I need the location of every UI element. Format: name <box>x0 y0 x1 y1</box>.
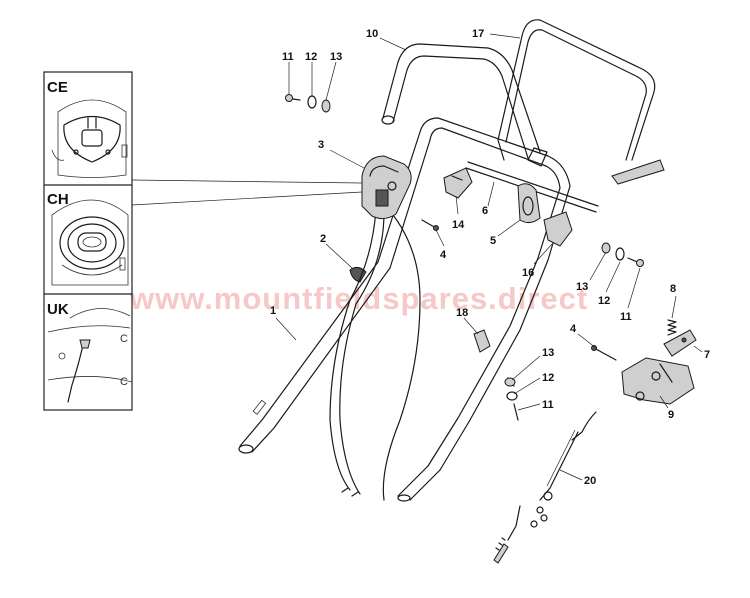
fixing-set-right <box>601 242 644 267</box>
part-17-bail-bar <box>497 19 665 185</box>
part-4-screw-lower <box>591 345 617 361</box>
part-20-control-cable <box>493 411 597 564</box>
callout-8: 8 <box>670 283 676 295</box>
callout-4-upper: 4 <box>440 249 447 261</box>
callout-14: 14 <box>452 219 465 231</box>
part-14-bracket <box>443 167 473 199</box>
callout-10: 10 <box>366 28 378 40</box>
callout-3: 3 <box>318 139 324 151</box>
callout-4-lower: 4 <box>570 323 577 335</box>
callout-numbers: 11 12 13 10 17 3 2 1 14 6 5 4 16 18 13 1… <box>270 28 710 487</box>
inset-frame <box>43 71 133 411</box>
cable <box>329 199 421 501</box>
ch-plug-socket <box>51 199 129 286</box>
callout-18: 18 <box>456 307 468 319</box>
callout-11-top: 11 <box>282 51 294 63</box>
inset-label-ce: CE <box>47 79 68 96</box>
part-9-bracket <box>621 357 695 405</box>
callout-7: 7 <box>704 349 710 361</box>
callout-12-right: 12 <box>598 295 610 307</box>
svg-text:C: C <box>120 376 128 388</box>
callout-13-right: 13 <box>576 281 588 293</box>
callout-1: 1 <box>270 305 276 317</box>
callout-11-right: 11 <box>620 311 632 323</box>
part-5-cable-guide <box>517 183 541 224</box>
callout-17: 17 <box>472 28 484 40</box>
callout-9: 9 <box>668 409 674 421</box>
part-10-upper-handle <box>381 43 548 167</box>
callout-2: 2 <box>320 233 326 245</box>
callout-12-lower: 12 <box>542 372 554 384</box>
part-7-lever <box>663 329 697 357</box>
part-4-screw-upper <box>421 219 439 231</box>
connector-insets: CE CH UK <box>43 71 363 411</box>
callout-16: 16 <box>522 267 534 279</box>
inset-label-uk: UK <box>47 301 69 318</box>
callout-11-lower: 11 <box>542 399 554 411</box>
part-2-cable-clip <box>349 266 367 283</box>
part-18-clip <box>473 329 491 353</box>
uk-cable-entry: C C <box>47 308 133 403</box>
fixing-set-lower <box>504 377 519 421</box>
part-16-bracket <box>543 211 573 247</box>
ce-plug-socket <box>51 99 128 178</box>
svg-text:C: C <box>120 333 128 345</box>
callout-leaders <box>275 33 703 481</box>
callout-20: 20 <box>584 475 596 487</box>
callout-6: 6 <box>482 205 488 217</box>
callout-13-top: 13 <box>330 51 342 63</box>
callout-13-lower: 13 <box>542 347 554 359</box>
inset-leader-top <box>131 179 363 184</box>
callout-12-top: 12 <box>305 51 317 63</box>
part-3-switch-box <box>361 155 412 220</box>
lower-handle-right <box>397 465 441 502</box>
inset-leader-bottom <box>131 191 363 206</box>
fixing-set-top <box>285 94 331 113</box>
inset-label-ch: CH <box>47 191 69 208</box>
callout-5: 5 <box>490 235 496 247</box>
part-8-spring <box>667 319 677 336</box>
watermark-text: www.mountfieldspares.direct <box>129 281 588 316</box>
handle-frame-middle <box>377 117 599 471</box>
